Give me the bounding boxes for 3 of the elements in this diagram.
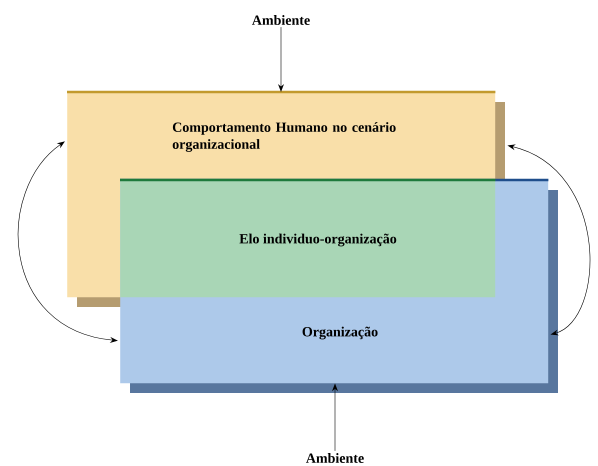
- label: Ambiente: [306, 453, 364, 463]
- box: Elo individuo-organização: [120, 178, 496, 298]
- label: Ambiente: [252, 15, 310, 25]
